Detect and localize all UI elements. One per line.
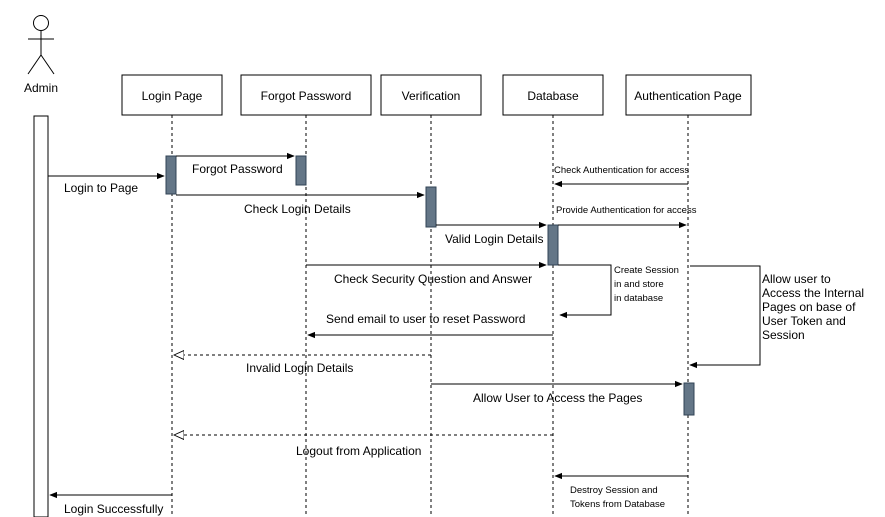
activation-verification — [425, 186, 437, 228]
msg-forgot-password: Forgot Password — [192, 162, 283, 176]
activation-authentication-page — [683, 382, 695, 416]
participant-label: Database — [527, 89, 579, 103]
participant-database: Database — [502, 74, 604, 116]
msg-allow-access-pages: Allow User to Access the Pages — [473, 391, 642, 405]
note-allow-internal: Allow user to Access the Internal Pages … — [762, 272, 867, 342]
participant-login-page: Login Page — [121, 74, 223, 116]
note-line: Create Session — [614, 265, 679, 276]
activation-database — [547, 224, 559, 266]
msg-send-email: Send email to user to reset Password — [326, 312, 525, 326]
note-line: Access the Internal — [762, 286, 864, 300]
msg-check-login-details: Check Login Details — [244, 202, 351, 216]
admin-actor: Admin — [24, 15, 58, 95]
loop-create-session-arrow — [558, 264, 612, 319]
participant-label: Authentication Page — [634, 89, 742, 103]
participant-box — [502, 74, 604, 116]
actor-left-leg — [27, 54, 42, 75]
note-line: in and store — [614, 279, 664, 290]
note-line: in database — [614, 293, 663, 304]
participant-box — [625, 74, 752, 116]
participant-box — [240, 74, 372, 116]
participant-label: Verification — [402, 89, 461, 103]
msg-logout: Logout from Application — [296, 444, 421, 458]
note-line: Destroy Session and — [570, 485, 658, 496]
participant-verification: Verification — [380, 74, 482, 116]
participant-forgot-password: Forgot Password — [240, 74, 372, 116]
note-destroy-session: Destroy Session and Tokens from Database — [570, 485, 665, 510]
actor-label: Admin — [24, 81, 58, 95]
note-line: Session — [762, 328, 805, 342]
note-line: Tokens from Database — [570, 499, 665, 510]
msg-check-security: Check Security Question and Answer — [334, 272, 532, 286]
note-line: Pages on base of — [762, 300, 856, 314]
msg-provide-auth: Provide Authentication for access — [556, 205, 697, 216]
admin-lifeline-bar — [33, 115, 49, 517]
actor-right-leg — [40, 54, 55, 75]
msg-valid-login-details: Valid Login Details — [445, 232, 544, 246]
activation-login-page — [165, 155, 177, 195]
participant-label: Login Page — [142, 89, 203, 103]
participant-box — [121, 74, 223, 116]
participant-label: Forgot Password — [261, 89, 352, 103]
msg-check-auth: Check Authentication for access — [554, 165, 689, 176]
actor-head — [33, 15, 49, 31]
note-line: Allow user to — [762, 272, 831, 286]
msg-invalid-login: Invalid Login Details — [246, 361, 353, 375]
note-create-session: Create Session in and store in database — [614, 265, 682, 304]
participant-authentication-page: Authentication Page — [625, 74, 752, 116]
activation-forgot-password — [295, 155, 307, 186]
loop-allow-internal-arrow — [689, 265, 761, 369]
msg-login-successfully: Login Successfully — [64, 502, 163, 516]
msg-login-to-page: Login to Page — [64, 181, 138, 195]
participant-box — [380, 74, 482, 116]
note-line: User Token and — [762, 314, 846, 328]
